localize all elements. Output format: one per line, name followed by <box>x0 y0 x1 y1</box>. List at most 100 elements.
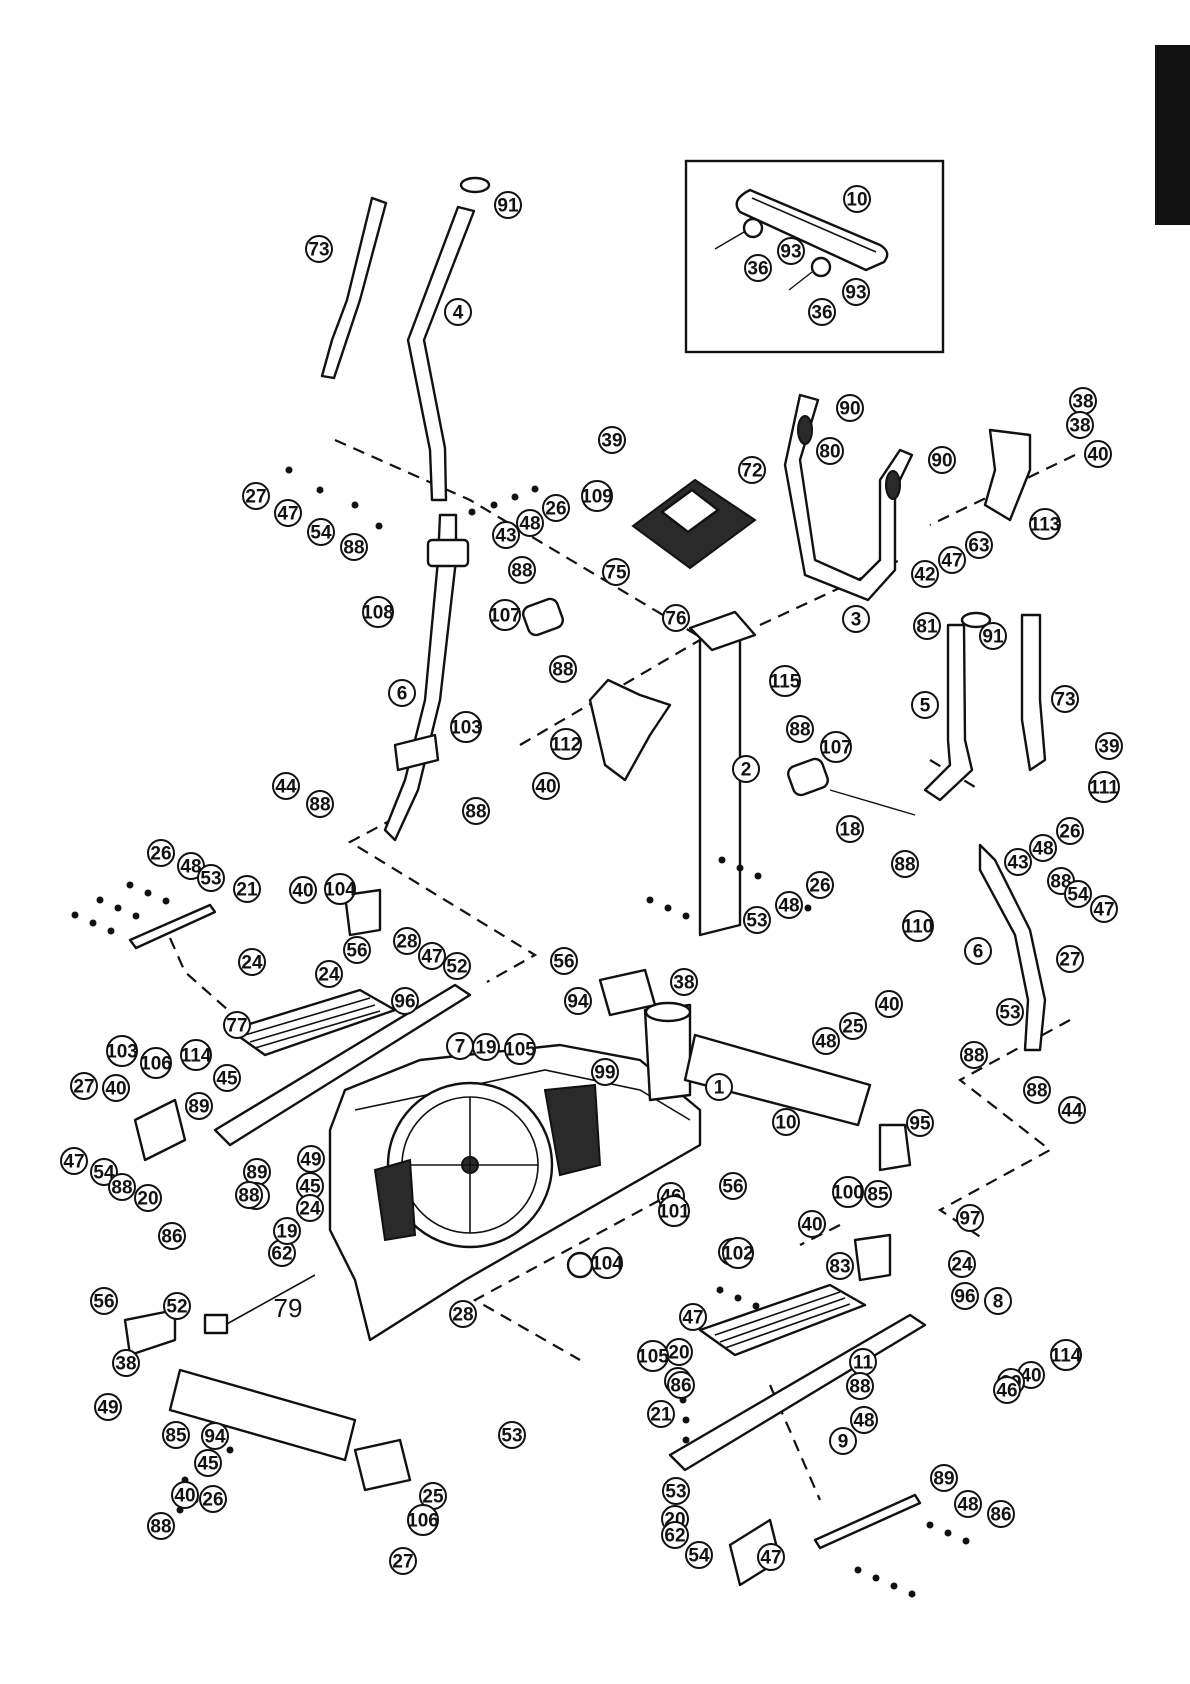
callout-76: 76 <box>662 604 690 632</box>
callout-102: 102 <box>722 1237 754 1269</box>
fastener-dot <box>804 904 812 912</box>
callout-96: 96 <box>391 987 419 1015</box>
callout-56: 56 <box>719 1172 747 1200</box>
callout-number: 90 <box>839 399 860 420</box>
callout-53: 53 <box>498 1421 526 1449</box>
callout-111: 111 <box>1088 771 1120 803</box>
fastener-dot <box>144 889 152 897</box>
callout-number: 27 <box>392 1552 413 1573</box>
callout-115: 115 <box>769 665 801 697</box>
callout-86: 86 <box>667 1371 695 1399</box>
fastener-dot <box>96 896 104 904</box>
callout-49: 49 <box>94 1393 122 1421</box>
callout-number: 54 <box>93 1163 115 1184</box>
callout-number: 63 <box>968 536 989 557</box>
callout-number: 85 <box>165 1426 187 1447</box>
callout-number: 88 <box>789 720 810 741</box>
callout-number: 19 <box>276 1222 297 1243</box>
callout-109: 109 <box>581 480 613 512</box>
fastener-dot <box>754 872 762 880</box>
callout-24: 24 <box>315 960 343 988</box>
callout-8: 8 <box>984 1287 1012 1315</box>
callout-36: 36 <box>744 254 772 282</box>
callout-number: 52 <box>166 1297 187 1318</box>
callout-number: 46 <box>996 1381 1017 1402</box>
fastener-dot <box>71 911 79 919</box>
callout-89: 89 <box>930 1464 958 1492</box>
fastener-dot <box>490 501 498 509</box>
callout-number: 19 <box>475 1038 496 1059</box>
assembly-dashed-lines <box>168 438 1076 1501</box>
callout-number: 88 <box>465 802 486 823</box>
callout-number: 88 <box>552 660 573 681</box>
callout-number: 56 <box>722 1177 743 1198</box>
callout-105: 105 <box>637 1340 669 1372</box>
callout-48: 48 <box>1029 834 1057 862</box>
callout-number: 49 <box>300 1150 321 1171</box>
callout-number: 114 <box>181 1046 212 1067</box>
callout-number: 27 <box>1059 950 1080 971</box>
callout-53: 53 <box>743 906 771 934</box>
callout-103: 103 <box>450 711 482 743</box>
callout-88: 88 <box>147 1512 175 1540</box>
fastener-dot <box>531 485 539 493</box>
callout-85: 85 <box>864 1180 892 1208</box>
callout-number: 45 <box>197 1454 219 1475</box>
callout-107: 107 <box>489 599 521 631</box>
callout-18: 18 <box>836 815 864 843</box>
handlebar-4 <box>406 205 476 502</box>
callout-number: 56 <box>346 941 367 962</box>
shroud-112 <box>588 678 672 782</box>
callout-40: 40 <box>102 1074 130 1102</box>
callout-19: 19 <box>273 1217 301 1245</box>
callout-number: 25 <box>422 1487 444 1508</box>
callout-114: 114 <box>1050 1339 1082 1371</box>
fastener-dot <box>944 1529 952 1537</box>
callout-number: 107 <box>489 606 521 627</box>
callout-number: 42 <box>914 565 935 586</box>
callout-80: 80 <box>816 437 844 465</box>
callout-number: 111 <box>1089 778 1119 799</box>
callout-number: 91 <box>982 627 1004 648</box>
end-cap-91 <box>459 176 491 194</box>
callout-number: 81 <box>916 617 938 638</box>
callout-number: 103 <box>450 718 482 739</box>
callout-47: 47 <box>60 1147 88 1175</box>
callout-number: 89 <box>188 1097 209 1118</box>
callout-number: 2 <box>741 760 752 781</box>
fastener-dot <box>468 508 476 516</box>
callout-47: 47 <box>679 1303 707 1331</box>
callout-number: 48 <box>815 1032 836 1053</box>
callout-number: 1 <box>714 1078 725 1099</box>
callout-47: 47 <box>757 1543 785 1571</box>
callout-99: 99 <box>591 1058 619 1086</box>
callout-number: 20 <box>668 1343 689 1364</box>
end-cap-94 <box>353 1438 412 1492</box>
callout-89: 89 <box>185 1092 213 1120</box>
callout-20: 20 <box>134 1184 162 1212</box>
callout-number: 47 <box>1093 900 1114 921</box>
callout-48: 48 <box>954 1490 982 1518</box>
callout-number: 28 <box>396 932 417 953</box>
callout-21: 21 <box>647 1400 675 1428</box>
shroud-113 <box>983 428 1032 522</box>
callout-number: 28 <box>452 1305 473 1326</box>
callout-number: 106 <box>140 1054 172 1075</box>
callout-48: 48 <box>516 509 544 537</box>
callout-26: 26 <box>147 839 175 867</box>
callout-47: 47 <box>1090 895 1118 923</box>
callout-38: 38 <box>112 1349 140 1377</box>
callout-number: 62 <box>271 1244 292 1265</box>
roller-106-left <box>133 1098 187 1162</box>
callout-53: 53 <box>996 998 1024 1026</box>
handlebar-5 <box>923 623 974 802</box>
callout-number: 53 <box>746 911 767 932</box>
callout-88: 88 <box>1023 1076 1051 1104</box>
callout-number: 44 <box>275 777 297 798</box>
fastener-dot <box>664 904 672 912</box>
callout-number: 54 <box>1067 885 1089 906</box>
callout-26: 26 <box>542 494 570 522</box>
callout-number: 105 <box>504 1040 536 1061</box>
callout-number: 106 <box>407 1511 439 1532</box>
